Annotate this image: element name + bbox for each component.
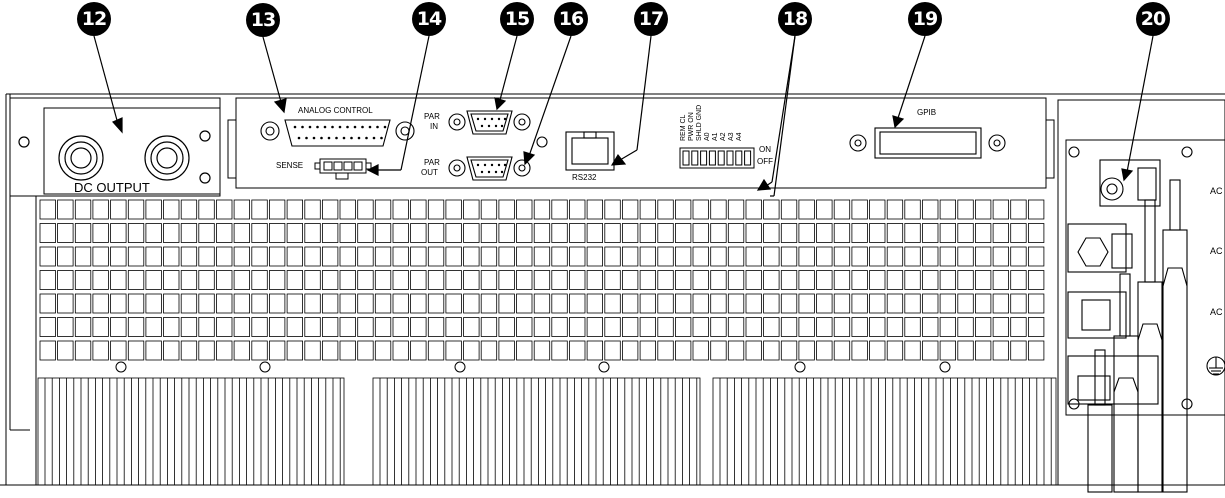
callout-15: 15: [500, 2, 534, 36]
gpib-label: GPIB: [917, 108, 937, 117]
dip-on-label: ON: [759, 145, 771, 154]
callout-18: 18: [778, 2, 812, 36]
callout-13: 13: [246, 3, 280, 37]
ventilation-grid: [39, 199, 1045, 361]
ground-terminal: [1067, 355, 1159, 405]
ac-terminal-l3: [1067, 291, 1127, 339]
dip-label-a2: A2: [720, 132, 727, 141]
par-out-label-top: PAR: [424, 158, 440, 167]
dip-label-a0: A0: [704, 132, 711, 141]
dip-label-a1: A1: [712, 132, 719, 141]
callout-19: 19: [908, 2, 942, 36]
dip-label-shld-gnd: SHLD GND: [696, 104, 703, 141]
address-dip-switch: [679, 147, 755, 169]
dip-label-pwr-on: PWR ON: [688, 112, 695, 141]
callout-17: 17: [634, 2, 668, 36]
dc-output-label: DC OUTPUT: [74, 180, 150, 195]
dc-output-terminal-positive: [144, 135, 190, 181]
sense-label: SENSE: [276, 161, 304, 170]
analog-control-connector: [284, 119, 391, 147]
par-out-connector: [466, 156, 513, 181]
callout-12: 12: [77, 2, 111, 36]
par-in-connector: [466, 110, 513, 135]
callout-20: 20: [1136, 2, 1170, 36]
ac-label-3: AC: [1210, 307, 1223, 317]
sense-connector: [319, 158, 367, 174]
par-in-label-bottom: IN: [430, 122, 438, 131]
callout-14: 14: [412, 2, 446, 36]
gpib-connector: [874, 127, 982, 159]
status-indicator: [536, 136, 548, 148]
ac-terminal-l1: [1099, 159, 1161, 207]
dip-label-rem-cl: REM CL: [680, 114, 687, 141]
ac-label-1: AC: [1210, 186, 1223, 196]
dip-label-a4: A4: [736, 132, 743, 141]
ac-label-2: AC: [1210, 246, 1223, 256]
par-out-label-bottom: OUT: [421, 168, 438, 177]
dip-label-a3: A3: [728, 132, 735, 141]
analog-control-label: ANALOG CONTROL: [298, 106, 373, 115]
par-in-label-top: PAR: [424, 112, 440, 121]
dc-output-terminal-negative: [58, 135, 104, 181]
callout-16: 16: [554, 2, 588, 36]
ac-terminal-l2: [1067, 223, 1127, 273]
rs232-label: RS232: [572, 173, 597, 182]
heatsink-fins: [37, 377, 1057, 486]
dip-off-label: OFF: [757, 157, 773, 166]
